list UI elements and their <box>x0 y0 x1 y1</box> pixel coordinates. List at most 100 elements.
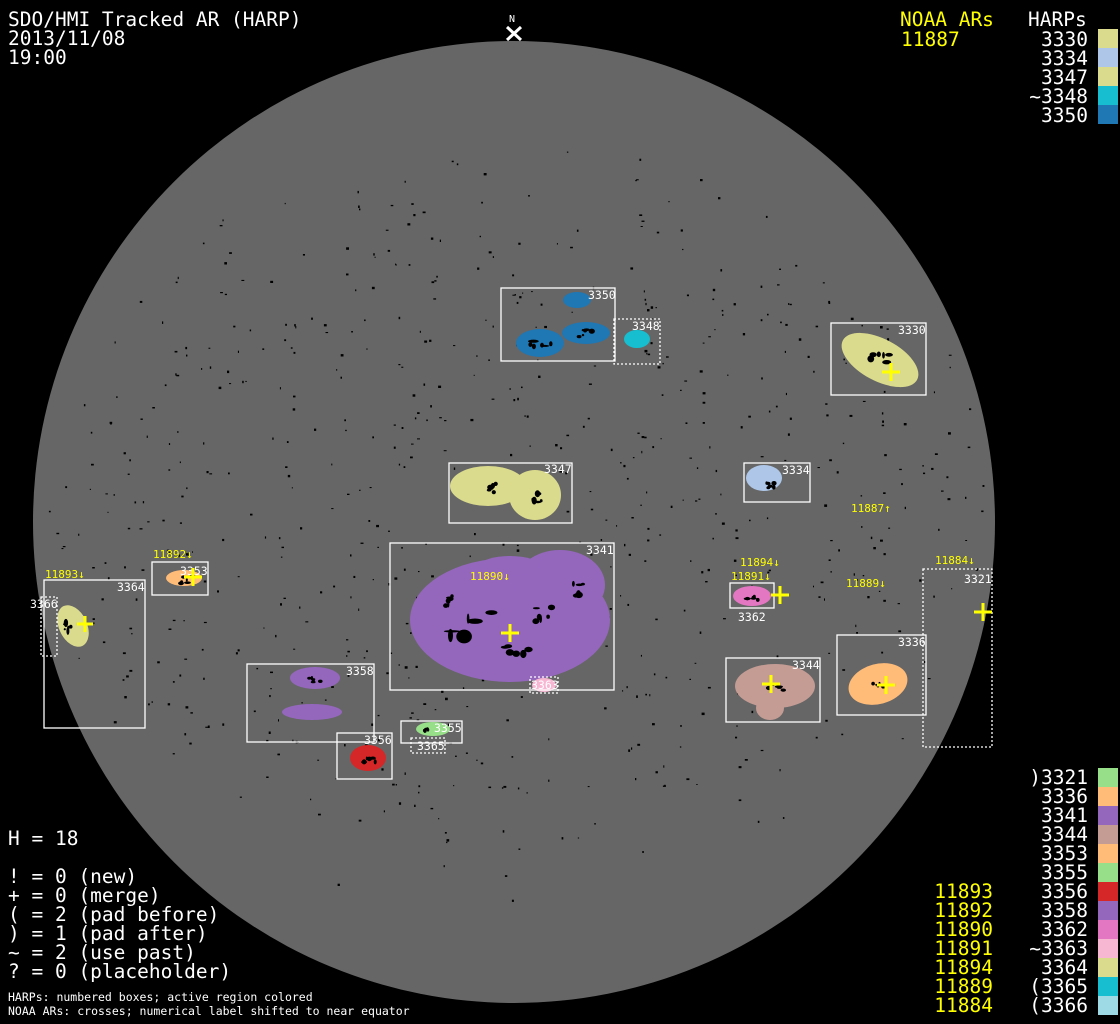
speckle <box>680 725 682 727</box>
speckle <box>512 294 516 296</box>
speckle <box>650 306 654 309</box>
harp-color-swatch <box>1098 844 1118 863</box>
speckle <box>229 383 232 385</box>
speckle <box>647 353 651 356</box>
speckle <box>655 307 657 309</box>
speckle <box>395 263 397 266</box>
speckle <box>249 329 252 332</box>
harp-box-3363[interactable] <box>529 676 559 694</box>
speckle <box>666 356 669 358</box>
speckle <box>749 519 751 522</box>
speckle <box>593 365 597 367</box>
speckle <box>565 472 568 475</box>
harp-box-3356[interactable] <box>336 732 393 780</box>
noaa-legend-item: 11884 <box>934 994 993 1017</box>
speckle <box>331 508 334 510</box>
harp-box-3330[interactable] <box>830 322 927 396</box>
speckle <box>203 621 207 624</box>
speckle <box>642 851 644 853</box>
speckle <box>179 522 182 524</box>
speckle <box>548 779 550 782</box>
harp-box-3336[interactable] <box>836 634 927 716</box>
speckle <box>423 703 427 705</box>
sunspot <box>767 484 773 488</box>
harp-box-3355[interactable] <box>400 720 463 744</box>
speckle <box>623 464 626 468</box>
speckle <box>139 300 143 303</box>
speckle <box>455 755 457 757</box>
harp-box-3353[interactable] <box>151 561 209 596</box>
speckle <box>404 772 406 775</box>
harp-labels: 3350 3348 3330 3347 3334 3341 3353 3364 … <box>30 288 992 753</box>
sunspot <box>576 590 581 598</box>
speckle <box>707 686 711 689</box>
harp-label-3334: 3334 <box>782 463 810 477</box>
sunspot <box>532 607 540 610</box>
harp-box-3344[interactable] <box>725 657 821 723</box>
sunspot <box>310 676 314 680</box>
speckle <box>430 405 432 408</box>
status-count-line: ( = 2 (pad before) <box>8 903 219 926</box>
sunspot <box>512 650 520 657</box>
speckle <box>744 759 748 761</box>
speckle <box>418 791 420 794</box>
harp-label-3348: 3348 <box>632 319 660 333</box>
speckle <box>166 549 170 552</box>
speckle <box>333 585 336 588</box>
harp-color-swatch <box>1098 86 1118 105</box>
speckle <box>279 387 281 390</box>
speckle <box>856 632 858 634</box>
sunspot <box>373 759 377 765</box>
speckle <box>777 284 780 286</box>
harp-box-3358[interactable] <box>246 663 375 743</box>
harp-legend-label: (3366 <box>1029 994 1088 1017</box>
speckle <box>148 703 150 706</box>
speckle <box>522 292 524 294</box>
speckle <box>142 501 145 504</box>
harps-legend-header: HARPs <box>1028 8 1087 31</box>
speckle <box>517 787 520 790</box>
speckle <box>278 537 281 540</box>
harp-box-3341[interactable] <box>389 542 615 691</box>
harp-box-3321[interactable] <box>922 568 993 748</box>
speckle <box>124 696 127 699</box>
harp-box-3366[interactable] <box>40 596 58 657</box>
sunspots <box>63 328 893 765</box>
speckle <box>470 418 474 422</box>
speckle <box>56 532 60 535</box>
speckle <box>644 560 647 562</box>
sunspot <box>576 335 582 339</box>
speckle <box>385 229 389 231</box>
speckle <box>480 762 484 765</box>
speckle <box>293 648 296 650</box>
harp-color-swatch <box>1098 863 1118 882</box>
harp-box-3347[interactable] <box>448 462 573 524</box>
speckle <box>209 473 213 475</box>
speckle <box>655 771 658 774</box>
region-3363 <box>532 678 556 692</box>
speckle <box>511 756 514 758</box>
speckle <box>219 225 223 227</box>
speckle <box>280 603 282 606</box>
speckle <box>283 597 286 599</box>
speckle <box>682 499 684 501</box>
sunspot <box>528 342 533 347</box>
speckle <box>346 655 348 657</box>
speckle <box>685 422 688 424</box>
speckle <box>431 575 434 578</box>
speckle <box>386 672 389 675</box>
harp-box-3350[interactable] <box>500 287 616 362</box>
sunspot <box>882 360 892 365</box>
speckle <box>285 323 287 326</box>
speckle <box>815 325 819 328</box>
harp-box-3364[interactable] <box>43 579 146 729</box>
speckle <box>209 366 212 369</box>
harp-box-3334[interactable] <box>743 462 811 503</box>
speckle <box>430 237 434 240</box>
harp-box-3365[interactable] <box>410 737 446 754</box>
speckle <box>266 739 269 742</box>
speckle <box>492 325 494 328</box>
harp-box-3348[interactable] <box>613 318 661 365</box>
speckle <box>476 759 478 761</box>
speckle <box>664 784 666 787</box>
